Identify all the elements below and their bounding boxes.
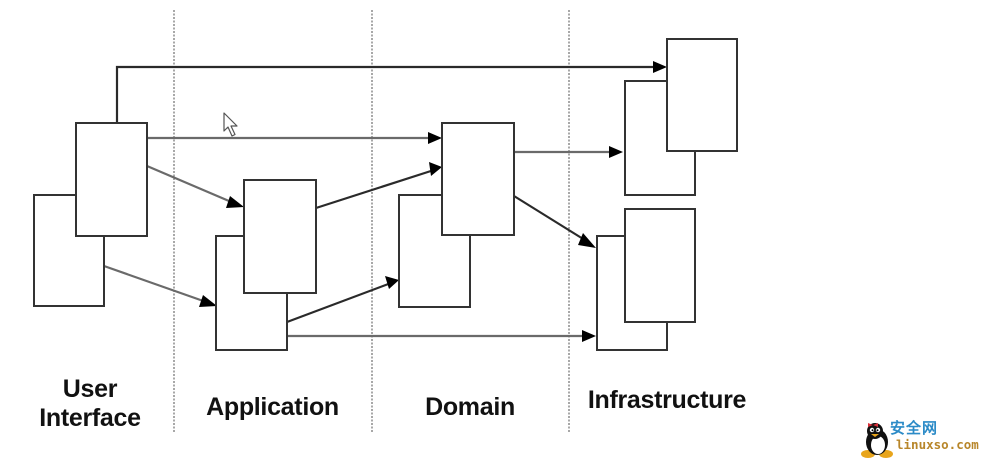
penguin-icon xyxy=(861,423,893,458)
watermark-url: linuxso.com xyxy=(896,437,979,452)
edge-app-back-to-domain-back xyxy=(286,281,392,324)
layer-label-domain: Domain xyxy=(425,393,515,421)
arrowhead-icon xyxy=(582,330,596,342)
watermark-logo: 安全网 linuxso.com xyxy=(860,417,980,459)
component-box-ui-front xyxy=(75,122,148,237)
arrowhead-icon xyxy=(428,132,442,144)
arrowhead-icon xyxy=(226,196,244,208)
layer-label-user-interface: User Interface xyxy=(22,375,158,433)
component-box-infra-b-front xyxy=(624,208,696,323)
arrowhead-icon xyxy=(578,233,596,248)
edge-ui-to-infra-a xyxy=(115,65,660,123)
arrowhead-icon xyxy=(653,61,667,73)
layer-label-infrastructure: Infrastructure xyxy=(587,386,747,414)
layer-label-user: User xyxy=(62,375,118,403)
edge-ui-back-to-app-back xyxy=(103,264,210,305)
component-box-domain-front xyxy=(441,122,515,236)
layer-label-interface: Interface xyxy=(39,404,141,432)
arrowhead-icon xyxy=(199,295,217,307)
layer-label-application: Application xyxy=(206,393,339,421)
edge-ui-to-application xyxy=(146,164,237,206)
edge-domain-to-infra-b xyxy=(513,195,589,243)
arrowhead-icon xyxy=(385,276,399,289)
watermark-chinese-text: 安全网 xyxy=(890,419,939,437)
arrowhead-icon xyxy=(429,162,442,176)
component-box-infra-a-front xyxy=(666,38,738,152)
mouse-pointer-icon xyxy=(223,112,238,137)
arrowhead-icon xyxy=(609,146,623,158)
component-box-app-front xyxy=(243,179,317,294)
edge-app-to-domain xyxy=(315,168,435,210)
